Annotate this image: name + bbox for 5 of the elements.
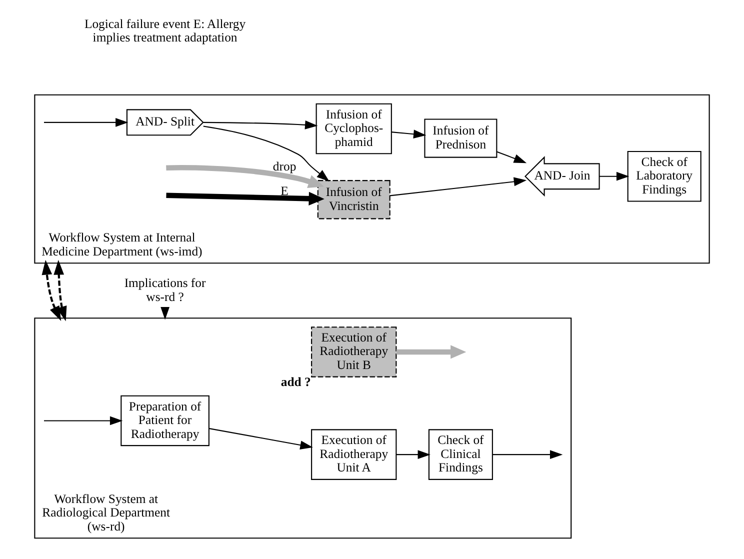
edge-label: E xyxy=(280,184,288,198)
node-text: Implications for ws-rd ? xyxy=(124,276,206,304)
edge-label: drop xyxy=(272,160,296,174)
node-label: add ? xyxy=(280,374,311,389)
label: Logical failure event E: Allergy implies treatment adaptation xyxy=(84,16,246,45)
